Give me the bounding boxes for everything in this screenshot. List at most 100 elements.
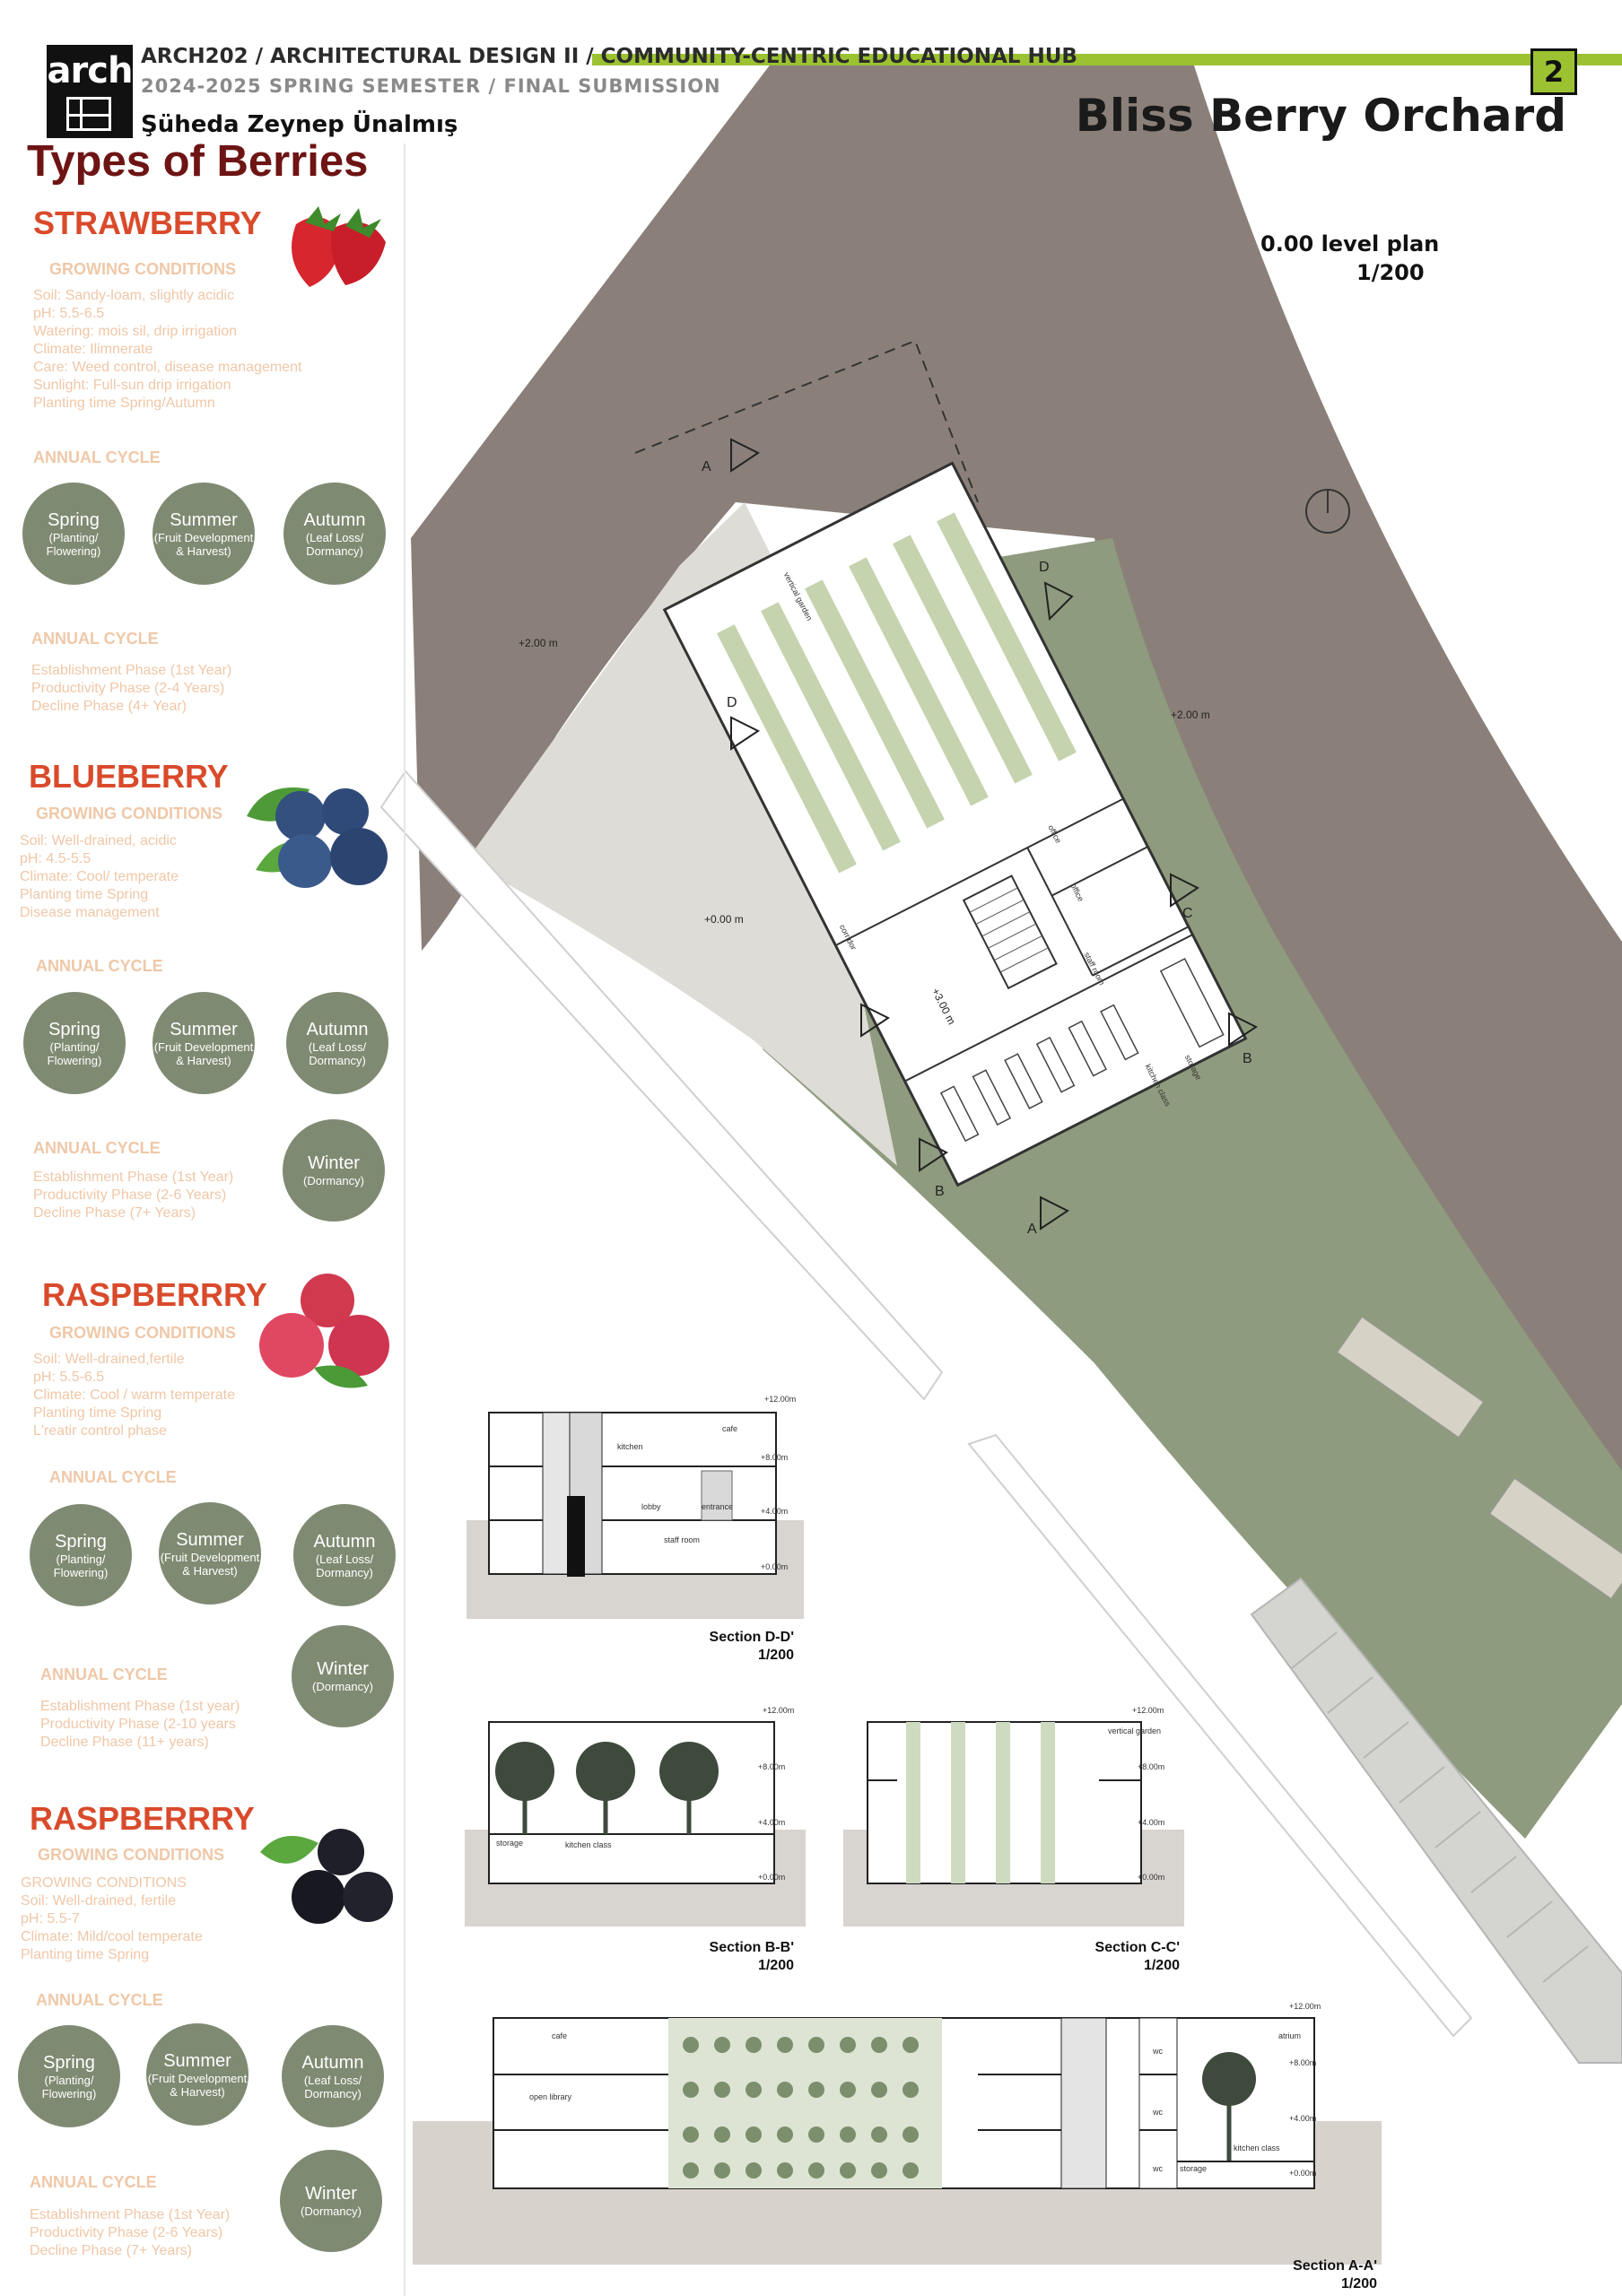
phases-list: Establishment Phase (1st Year) Productiv… [31,662,231,716]
level-label: +0.00m [1138,1873,1165,1882]
section-label: entrance [702,1502,734,1511]
section-label: wc [1153,2047,1163,2056]
column-divider [404,144,406,2296]
section-marker-label: B [935,1184,945,1199]
condition: Climate: Mild/cool temperate [21,1929,203,1944]
berry-name: RASPBERRRY [30,1800,255,1837]
condition: Soil: Sandy-loam, slightly acidic [33,288,235,303]
level-marker: +2.00 m [1171,709,1210,721]
condition: Climate: Ilimnerate [33,342,153,357]
season-autumn: Autumn(Leaf Loss/ Dormancy) [283,483,386,585]
section-marker-label: A [1027,1222,1037,1237]
phase: Establishment Phase (1st Year) [30,2207,231,2222]
road [379,770,944,1401]
season-autumn: Autumn(Leaf Loss/ Dormancy) [286,992,388,1094]
phase: Decline Phase (7+ Years) [33,1205,196,1221]
phase: Decline Phase (7+ Years) [30,2243,192,2258]
berry-name: RASPBERRRY [42,1276,267,1313]
section-label: kitchen [617,1442,643,1451]
course-title: ARCH202 / ARCHITECTURAL DESIGN II / COMM… [141,45,1077,68]
condition: Soil: Well-drained, acidic [20,833,177,848]
phases-list: Establishment Phase (1st year) Productiv… [40,1698,240,1752]
parking-lines [1291,1631,1589,1983]
brown-terrain [411,63,1622,1578]
condition: Watering: mois sil, drip irrigation [33,324,238,339]
season-autumn: Autumn(Leaf Loss/ Dormancy) [282,2025,384,2127]
phases-list: Establishment Phase (1st Year) Productiv… [30,2206,230,2260]
logo-text: arch [47,50,134,91]
season-spring: Spring(Planting/ Flowering) [30,1504,132,1606]
season-winter: Winter(Dormancy) [292,1625,394,1727]
condition: pH: 4.5-5.5 [20,851,92,866]
section-marker-label: B [1243,1051,1252,1066]
condition: Sunlight: Full-sun drip irrigation [33,378,231,393]
level-label: +8.00m [758,1762,786,1771]
berry-name: BLUEBERRY [29,758,229,795]
bench [1489,1477,1622,1600]
section-label: lobby [641,1502,661,1511]
condition: Planting time Spring [21,1947,150,1962]
level-label: +12.00m [763,1706,795,1715]
annual-cycle-heading: ANNUAL CYCLE [36,1991,163,2009]
section-marker-label: D [1039,560,1050,575]
season-spring: Spring(Planting/ Flowering) [23,992,126,1094]
tree-icon [495,1742,719,1801]
section-markers [730,438,1258,1231]
growing-conditions-list: Soil: Well-drained,fertile pH: 5.5-6.5 C… [33,1351,235,1440]
phase: Establishment Phase (1st year) [40,1699,240,1714]
phase: Establishment Phase (1st Year) [31,663,232,678]
strawberry-icon [292,206,386,287]
phases-heading: ANNUAL CYCLE [30,2173,157,2191]
phase: Decline Phase (11+ years) [40,1735,209,1750]
section-label: kitchen class [565,1840,612,1849]
annual-cycle-heading: ANNUAL CYCLE [33,448,161,466]
section-marker-label: D [727,695,737,710]
condition: Climate: Cool/ temperate [20,869,179,884]
growing-conditions-heading: GROWING CONDITIONS [49,260,236,278]
growing-conditions-heading: GROWING CONDITIONS [36,804,222,822]
condition: pH: 5.5-7 [21,1911,80,1926]
level-label: +0.00m [758,1873,786,1882]
level-label: +12.00m [1289,2002,1321,2011]
section-scale: 1/200 [1143,1958,1180,1973]
level-label: +0.00m [761,1562,789,1571]
page-number: 2 [1530,48,1577,95]
phases-list: Establishment Phase (1st Year) Productiv… [33,1169,233,1222]
condition: GROWING CONDITIONS [21,1875,187,1891]
level-label: +12.00m [1132,1706,1164,1715]
section-label: wc [1153,2108,1163,2117]
annual-cycle-heading: ANNUAL CYCLE [36,957,163,975]
building-plan [662,461,1248,1187]
bench [1337,1316,1485,1439]
level-label: +0.00m [1289,2169,1317,2178]
plan-title: 0.00 level plan [1260,231,1440,257]
section-label: open library [529,2092,572,2101]
berry-name: STRAWBERRY [33,204,262,241]
phases-heading: ANNUAL CYCLE [31,630,159,648]
condition: Planting time Spring/Autumn [33,396,215,411]
phases-heading: ANNUAL CYCLE [40,1665,168,1683]
level-label: +8.00m [1138,1762,1165,1771]
section-scale: 1/200 [757,1958,794,1973]
tree-icon [1202,2052,1256,2106]
section-label: storage [1180,2164,1208,2173]
logo-mark [66,97,111,131]
phase: Productivity Phase (2-6 Years) [30,2225,223,2240]
growing-conditions-list: Soil: Sandy-loam, slightly acidic pH: 5.… [33,287,301,413]
condition: pH: 5.5-6.5 [33,306,105,321]
condition: Disease management [20,905,160,920]
arch-logo: arch [47,45,133,138]
level-label: +8.00m [1289,2058,1317,2067]
growing-conditions-list: Soil: Well-drained, acidic pH: 4.5-5.5 C… [20,832,179,922]
condition: L'reatir control phase [33,1423,167,1439]
section-label: staff room [664,1535,700,1544]
phase: Productivity Phase (2-6 Years) [33,1187,227,1203]
condition: Climate: Cool / warm temperate [33,1387,235,1403]
level-label: +4.00m [1138,1818,1165,1827]
section-label: vertical garden [1108,1726,1162,1735]
level-marker: +2.00 m [519,637,558,649]
blackberry-icon [260,1829,393,1924]
season-winter: Winter(Dormancy) [280,2150,382,2252]
raspberry-icon [259,1274,389,1388]
